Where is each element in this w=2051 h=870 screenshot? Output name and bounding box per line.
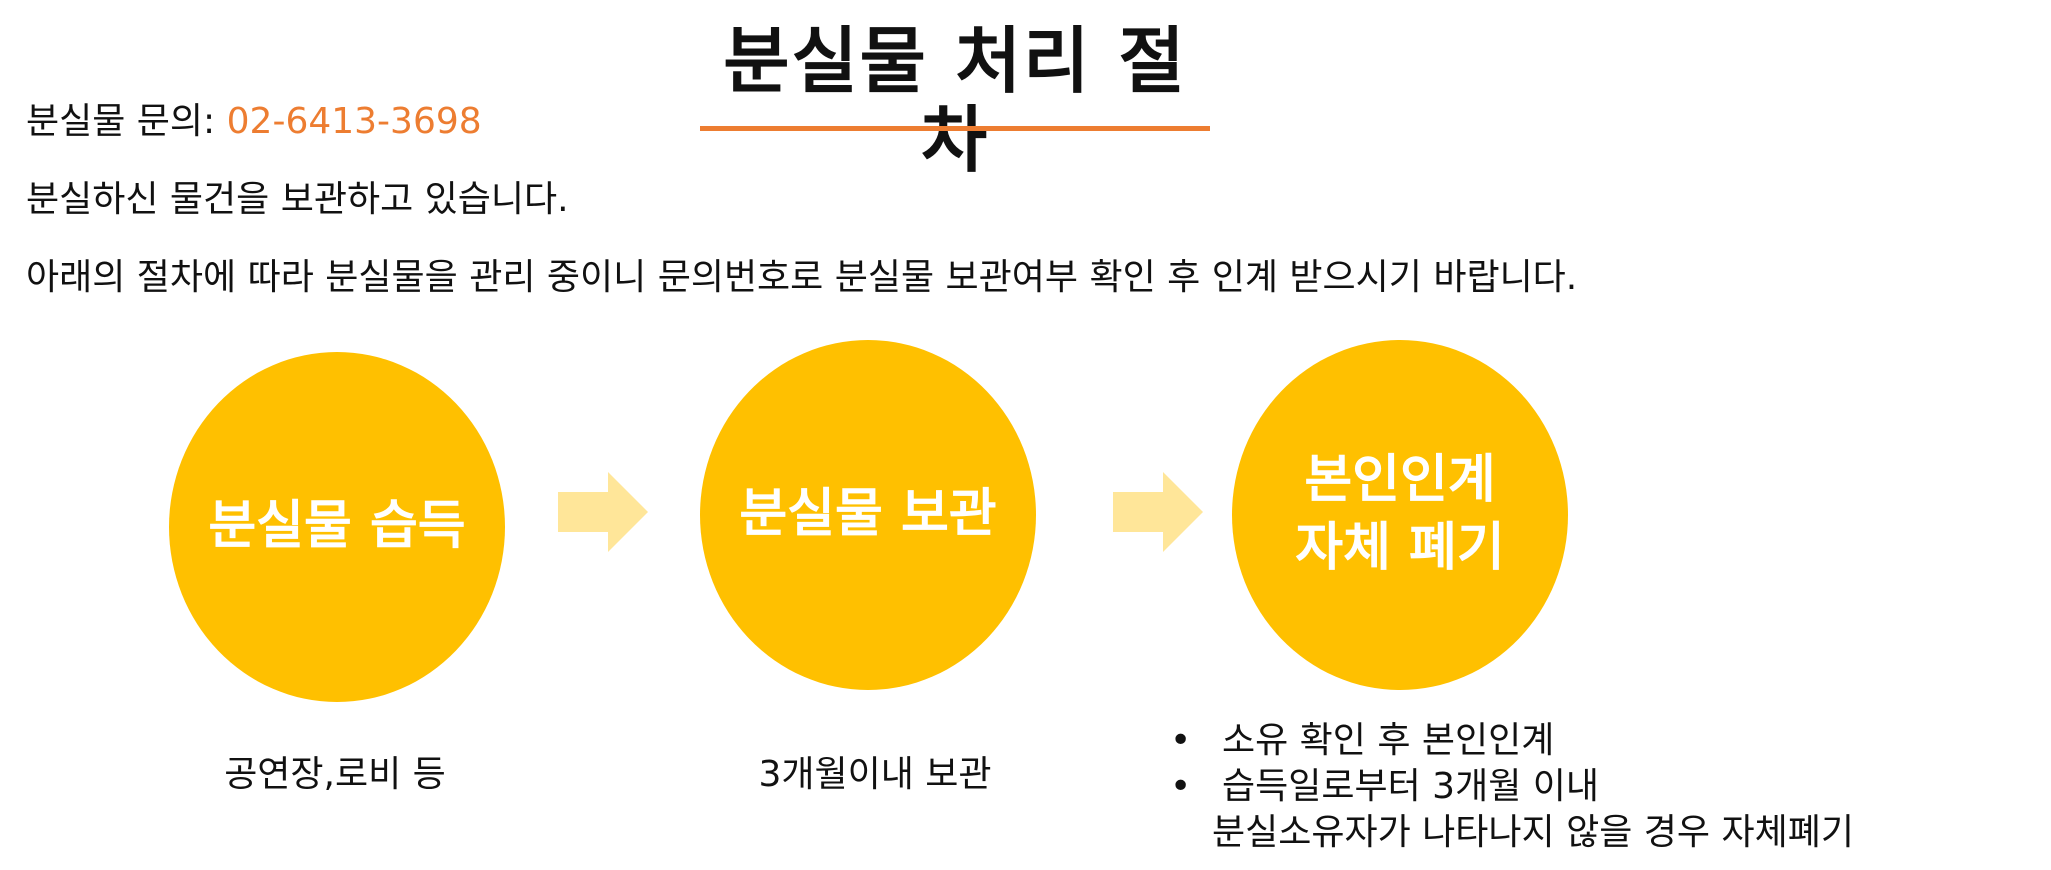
list-item-continuation: 분실소유자가 나타나지 않을 경우 자체폐기 xyxy=(1212,812,1854,853)
step-label-line-1: 본인인계 xyxy=(1304,450,1496,511)
inquiry-label: 분실물 문의: xyxy=(26,101,216,142)
inquiry-line: 분실물 문의: 02-6413-3698 xyxy=(26,100,482,143)
list-item-text: 소유 확인 후 본인인계 xyxy=(1222,720,1555,761)
page-title: 분실물 처리 절차 xyxy=(723,19,1187,183)
list-item: • 소유 확인 후 본인인계 xyxy=(1170,718,1854,764)
step-caption-found: 공연장,로비 등 xyxy=(224,754,446,795)
intro-line-2: 아래의 절차에 따라 분실물을 관리 중이니 문의번호로 분실물 보관여부 확인… xyxy=(26,257,1578,298)
intro-line-1: 분실하신 물건을 보관하고 있습니다. xyxy=(26,179,569,220)
list-item-text: 습득일로부터 3개월 이내 xyxy=(1222,766,1599,807)
step-caption-storage: 3개월이내 보관 xyxy=(758,754,992,795)
bullet-dot-icon: • xyxy=(1170,766,1192,807)
handover-details-list: • 소유 확인 후 본인인계 • 습득일로부터 3개월 이내 분실소유자가 나타나지… xyxy=(1170,718,1854,856)
step-label-line-2: 자체 폐기 xyxy=(1295,518,1505,578)
title-underline xyxy=(700,126,1210,131)
inquiry-phone: 02-6413-3698 xyxy=(226,101,482,142)
list-item: • 습득일로부터 3개월 이내 xyxy=(1170,764,1854,810)
right-arrow-icon xyxy=(558,472,648,552)
right-arrow-icon xyxy=(1113,472,1203,552)
step-circle-storage: 분실물 보관 xyxy=(700,340,1036,690)
step-circle-handover-disposal: 본인인계 자체 폐기 xyxy=(1232,340,1568,690)
bullet-dot-icon: • xyxy=(1170,720,1192,761)
step-label: 분실물 보관 xyxy=(739,484,997,545)
step-circle-found: 분실물 습득 xyxy=(169,352,505,702)
step-label: 분실물 습득 xyxy=(208,496,466,557)
